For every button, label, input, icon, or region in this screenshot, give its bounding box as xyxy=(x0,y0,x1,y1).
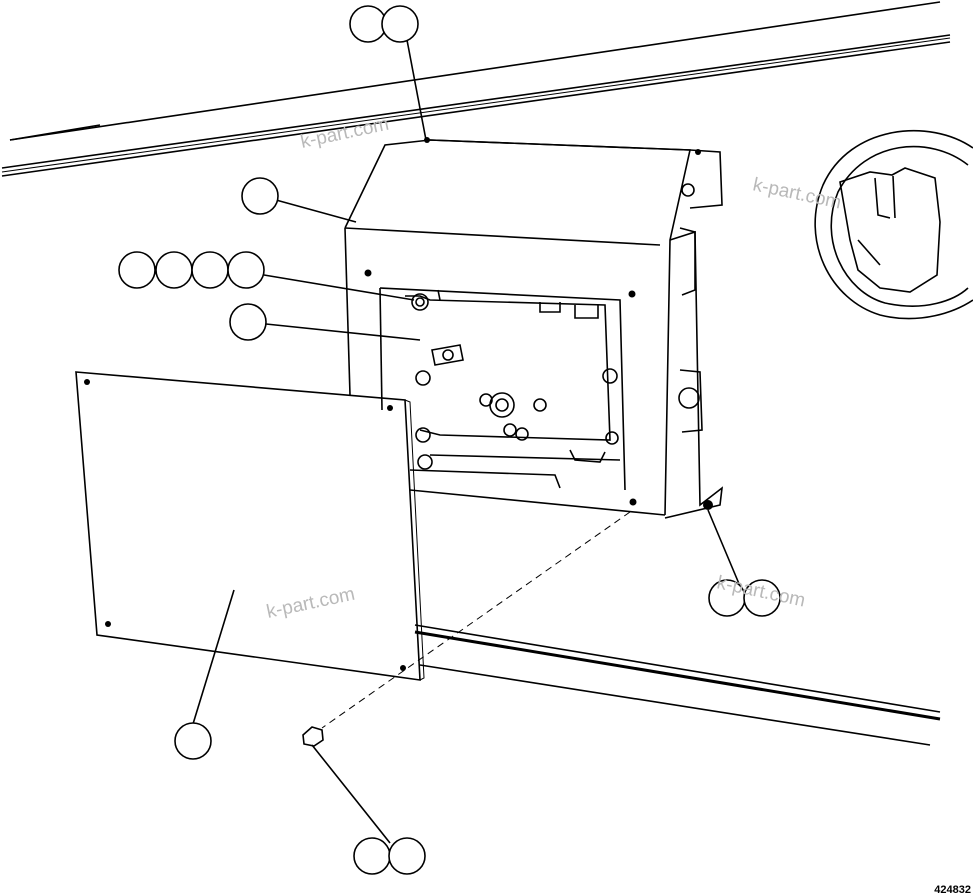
callout-balloon xyxy=(155,251,193,289)
callout-balloons xyxy=(118,5,781,875)
watermark-text: k-part.com xyxy=(265,584,357,623)
callout-balloon xyxy=(381,5,419,43)
callout-balloon xyxy=(227,251,265,289)
watermark-text: k-part.com xyxy=(751,174,843,213)
callout-balloon xyxy=(349,5,387,43)
lower-rail xyxy=(414,624,941,746)
round-fixture xyxy=(814,129,973,320)
cover-panel xyxy=(75,371,425,681)
callout-balloon xyxy=(191,251,229,289)
upper-rail xyxy=(1,1,951,177)
control-box-housing xyxy=(344,137,724,519)
leader-lines xyxy=(192,39,746,844)
callout-balloon xyxy=(241,177,279,215)
callout-balloon xyxy=(174,722,212,760)
callout-balloon xyxy=(118,251,156,289)
cover-screw xyxy=(302,511,631,747)
callout-balloon xyxy=(743,579,781,617)
callout-balloon xyxy=(388,837,426,875)
callout-balloon xyxy=(353,837,391,875)
figure-number: 424832 xyxy=(934,884,971,895)
callout-balloon xyxy=(229,303,267,341)
